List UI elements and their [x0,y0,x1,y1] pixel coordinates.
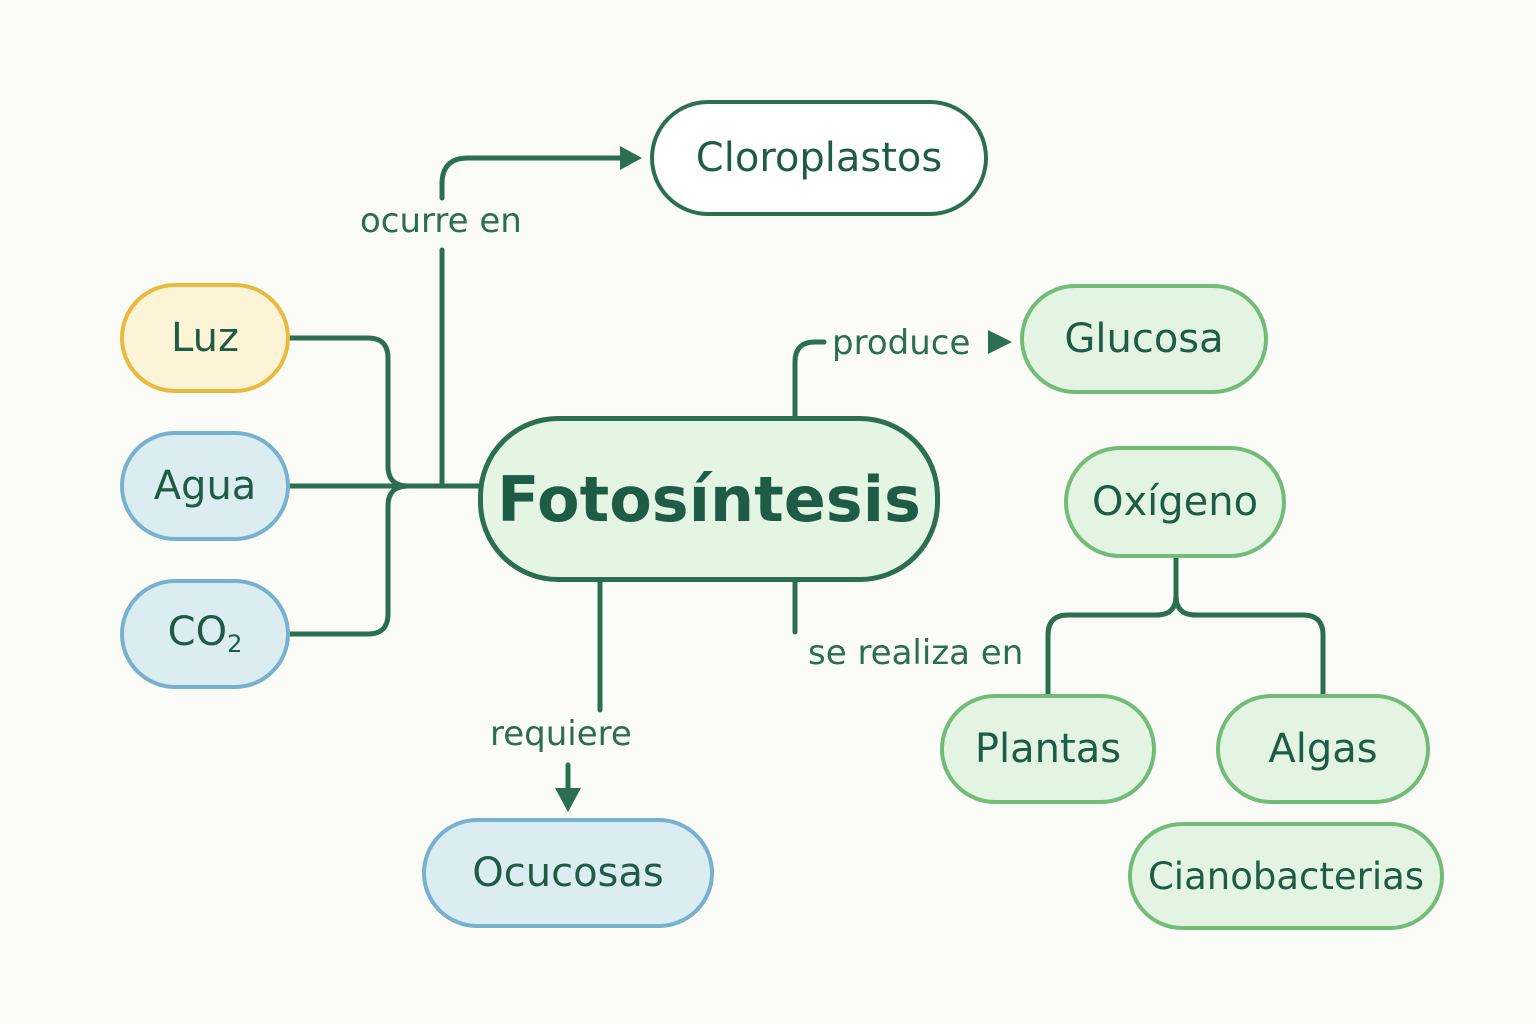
node-co2-label: CO2 [167,609,243,659]
node-fotosintesis: Fotosíntesis [478,416,940,582]
link-luz [287,335,411,489]
arrow-glucosa [988,330,1012,354]
link-ocurre-en-top [439,155,625,201]
node-algas: Algas [1216,694,1430,804]
link-oxigeno-branch [1045,555,1326,697]
node-cloroplastos-label: Cloroplastos [695,135,943,181]
node-oxigeno-label: Oxígeno [1091,479,1259,525]
label-produce: produce [832,323,971,363]
node-glucosa-label: Glucosa [1064,316,1224,362]
node-agua-label: Agua [153,463,257,509]
node-glucosa: Glucosa [1020,284,1268,394]
node-plantas: Plantas [940,694,1156,804]
node-plantas-label: Plantas [974,726,1122,772]
co2-subscript: 2 [227,630,243,659]
node-agua: Agua [120,431,290,541]
node-fotosintesis-label: Fotosíntesis [497,462,921,536]
node-oxigeno: Oxígeno [1064,446,1286,558]
node-ocucosas: Ocucosas [422,818,714,928]
node-cianobacterias: Cianobacterias [1128,822,1444,930]
node-luz: Luz [120,283,290,393]
link-produce [792,339,827,419]
node-cloroplastos: Cloroplastos [650,100,988,216]
node-luz-label: Luz [171,315,239,361]
arrow-ocucosas [555,788,581,812]
label-ocurre-en: ocurre en [360,201,522,241]
arrow-cloroplastos [620,146,642,170]
link-co2 [287,483,411,637]
node-algas-label: Algas [1268,726,1378,772]
node-co2: CO2 [120,579,290,689]
node-ocucosas-label: Ocucosas [472,850,664,896]
label-requiere: requiere [490,714,632,754]
node-cianobacterias-label: Cianobacterias [1147,854,1425,898]
label-se-realiza-en: se realiza en [808,633,1024,673]
